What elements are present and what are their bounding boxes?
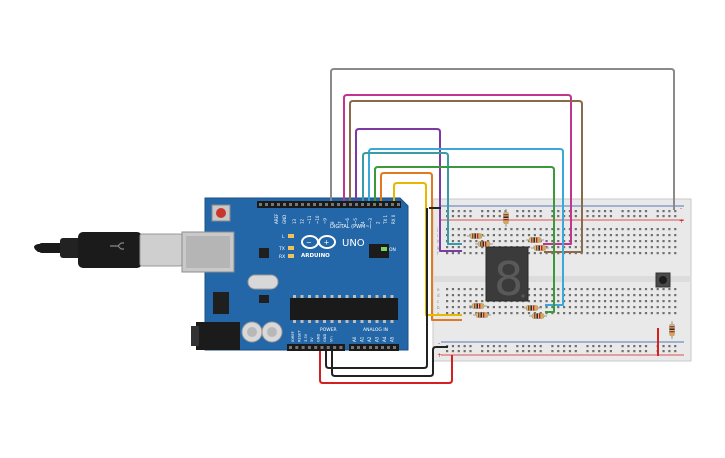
wire-orange[interactable] (380, 172, 462, 321)
power-header-label: POWER (320, 327, 337, 333)
row-letter: e (437, 287, 440, 292)
digital-pin-label: 13 (292, 218, 297, 224)
analog-pin-label: A0 (352, 336, 357, 342)
analog-pin-label: A3 (375, 336, 380, 342)
digital-pin-label: 4 (360, 221, 365, 224)
digital-header-label: DIGITAL (PWM~) (330, 224, 372, 230)
usb-cable[interactable] (34, 232, 183, 268)
wire-brown[interactable] (349, 100, 583, 253)
digital-pin-label: ~5 (353, 218, 358, 224)
onboard-leds: L TX RX ON (278, 234, 396, 260)
arduino-logo: − + ARDUINO UNO (301, 235, 365, 259)
wire-red-5v[interactable] (319, 351, 453, 384)
wire-black-gnd[interactable] (325, 208, 428, 369)
display-digit: 8 (494, 252, 523, 306)
led-label-tx: TX (278, 246, 285, 252)
row-letter: g (437, 245, 440, 250)
wire-teal[interactable] (362, 152, 462, 245)
crystal-oscillator (247, 274, 279, 290)
led-label-rx: RX (279, 254, 285, 260)
digital-pin-label: TX 1 (383, 215, 388, 225)
digital-pin-label: RX 0 (391, 214, 396, 224)
digital-pin-label: ~3 (368, 218, 373, 224)
rail-plus-label-bottom: + (437, 352, 442, 359)
resistor-top-left-2[interactable] (475, 241, 493, 247)
resistor-top-center[interactable] (503, 209, 509, 227)
row-letter: c (437, 299, 439, 304)
wire-green[interactable] (374, 166, 555, 313)
digital-header (257, 201, 401, 208)
row-letter: d (437, 293, 440, 298)
digital-pin-label: 2 (376, 221, 381, 224)
analog-pin-label: A1 (360, 336, 365, 342)
svg-text:+: + (324, 239, 330, 247)
wire-black-5v[interactable] (331, 346, 448, 377)
row-letter: i (437, 233, 438, 238)
digital-pin-label: 8 (330, 221, 335, 224)
power-jack (191, 322, 240, 350)
model-label: UNO (342, 238, 365, 249)
resistor-button[interactable] (669, 321, 675, 339)
regulator-chip (213, 292, 229, 314)
power-pin-label: 3.3V (304, 333, 308, 342)
svg-text:−: − (306, 239, 312, 247)
row-letter: a (437, 311, 440, 316)
led-label-l: L (282, 234, 285, 240)
digital-pin-label: 7 (338, 221, 343, 224)
resistor-bottom-right-2[interactable] (529, 313, 547, 319)
digital-pin-label: ~11 (307, 215, 312, 224)
power-pin-label: GND (323, 334, 327, 342)
row-letter: b (437, 305, 440, 310)
row-letter: f (437, 251, 439, 256)
analog-header-label: ANALOG IN (363, 327, 388, 333)
wire-gray[interactable] (330, 68, 675, 210)
row-letter: h (437, 239, 440, 244)
resistor-top-right-1[interactable] (526, 237, 544, 243)
brand-label: ARDUINO (301, 253, 330, 259)
push-button[interactable] (655, 272, 671, 288)
resistor-top-left-1[interactable] (467, 233, 485, 239)
power-pin-label: RESET (297, 330, 301, 342)
digital-pin-label: ~9 (322, 218, 327, 224)
power-pin-label: Vin (329, 336, 333, 342)
wire-purple[interactable] (355, 128, 462, 252)
label-aref: AREF (274, 213, 279, 224)
digital-pin-label: ~10 (315, 215, 320, 224)
power-pin-label: 5V (310, 337, 314, 342)
seven-segment-display[interactable]: 8 (485, 246, 529, 306)
digital-pin-label: 12 (300, 218, 305, 224)
atmega-chip (290, 295, 398, 323)
led-label-on: ON (389, 247, 396, 253)
rail-plus-label: + (679, 218, 684, 225)
label-gnd: GND (282, 215, 287, 224)
resistor-top-right-2[interactable] (531, 245, 549, 251)
wire-yellow[interactable] (393, 182, 462, 316)
power-pin-label: IOREF (291, 331, 295, 342)
power-pin-label: GND (317, 334, 321, 342)
analog-pin-label: A2 (367, 336, 372, 342)
resistor-bottom-left-2[interactable] (473, 312, 491, 318)
rail-minus-label-bottom: - (438, 340, 440, 347)
analog-pin-label: A4 (382, 336, 387, 342)
analog-header (349, 344, 399, 351)
row-letter: j (436, 227, 438, 232)
resistor-bottom-right-1[interactable] (523, 305, 541, 311)
wire-pink[interactable] (343, 94, 572, 245)
resistor-bottom-left-1[interactable] (469, 303, 487, 309)
reset-button[interactable] (211, 204, 231, 222)
wire-cyan[interactable] (368, 148, 564, 306)
digital-pin-label: ~6 (345, 218, 350, 224)
analog-pin-label: A5 (390, 336, 395, 342)
rail-minus-label: - (680, 205, 682, 212)
